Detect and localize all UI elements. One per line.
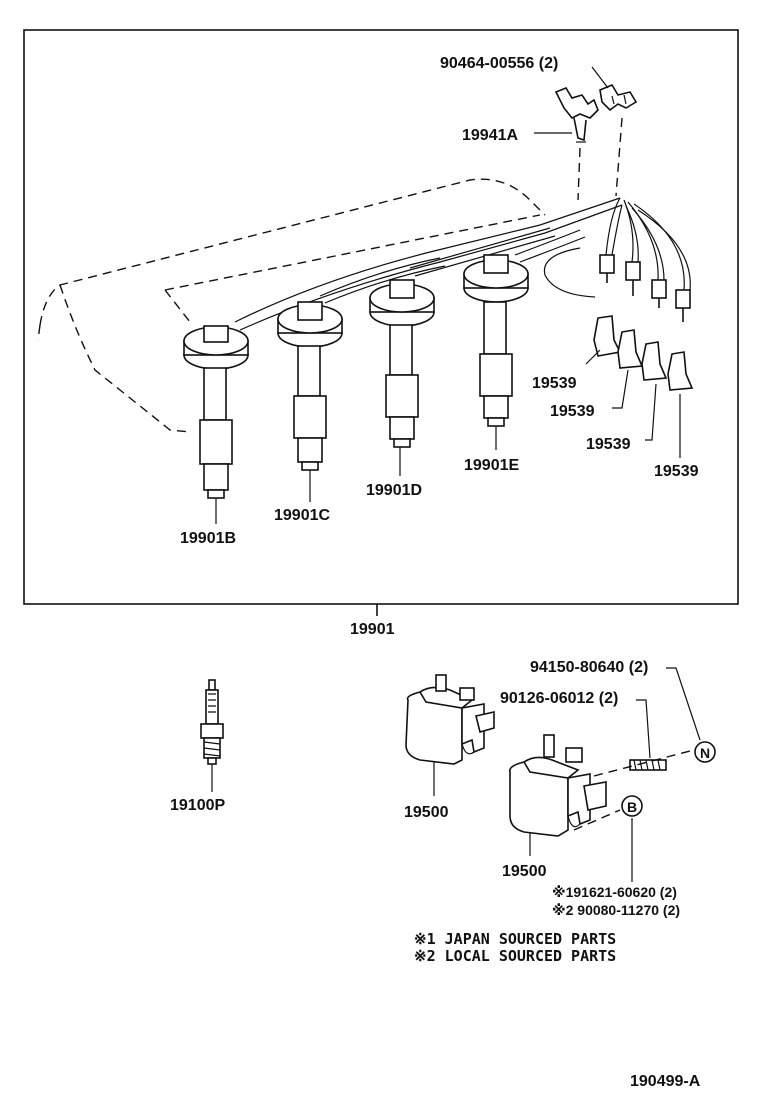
plug-boot-c-icon [277,301,343,471]
cap-label-1: 19539 [532,375,577,392]
bolt-label: 94150-80640 (2) [530,659,648,676]
cap-label-2: 19539 [550,403,595,420]
plug-boot-b-icon [183,325,249,499]
holder-label: 19941A [462,127,518,144]
spark-plug-icon [200,679,224,765]
stud-label: 90126-06012 (2) [500,690,618,707]
cap-label-3: 19539 [586,436,631,453]
cord-holder-icon [554,87,599,143]
cord-b-label: 19901B [180,530,236,547]
figure-code: 190499-A [630,1073,701,1090]
engine-cover-outline [37,178,546,433]
stud-leader [636,699,651,759]
plug-boot-e-icon [463,254,529,427]
cord-bundle [234,197,691,331]
plug-boot-d-icon [369,279,435,448]
cover-arc [543,247,596,298]
cap-leader-2 [612,369,629,409]
note-local-sourced: ※2 LOCAL SOURCED PARTS [414,947,616,965]
marker-b-label: B [627,799,637,815]
clip-icon [591,66,638,112]
stud-bolt-icon [629,759,667,771]
nut-label-2: ※2 90080-11270 (2) [552,902,680,918]
ignition-coil-icon [508,734,607,837]
holder-dash-2 [615,117,623,197]
terminal-icon [599,254,691,322]
marker-n-label: N [700,745,710,761]
note-japan-sourced: ※1 JAPAN SOURCED PARTS [414,930,616,948]
cord-set-label: 19901 [350,621,395,638]
cap-leader-3 [645,383,657,441]
cord-set-frame [23,29,739,605]
cap-icon [593,315,694,391]
coil-2-label: 19500 [502,863,547,880]
nut-dash [573,809,621,831]
ignition-coil-icon [405,674,495,765]
cap-leader-1 [585,349,601,365]
cap-label-4: 19539 [654,463,699,480]
clip-label: 90464-00556 (2) [440,55,558,72]
marker-b-badge: B [621,795,643,817]
bolt-dash [593,749,695,777]
spark-plug-label: 19100P [170,797,225,814]
cord-c-label: 19901C [274,507,330,524]
cord-d-label: 19901D [366,482,422,499]
marker-n-badge: N [694,741,716,763]
bolt-leader [666,667,701,741]
coil-1-label: 19500 [404,804,449,821]
nut-label-1: ※191621-60620 (2) [552,884,677,900]
holder-dash-1 [577,147,581,201]
cord-e-label: 19901E [464,457,519,474]
